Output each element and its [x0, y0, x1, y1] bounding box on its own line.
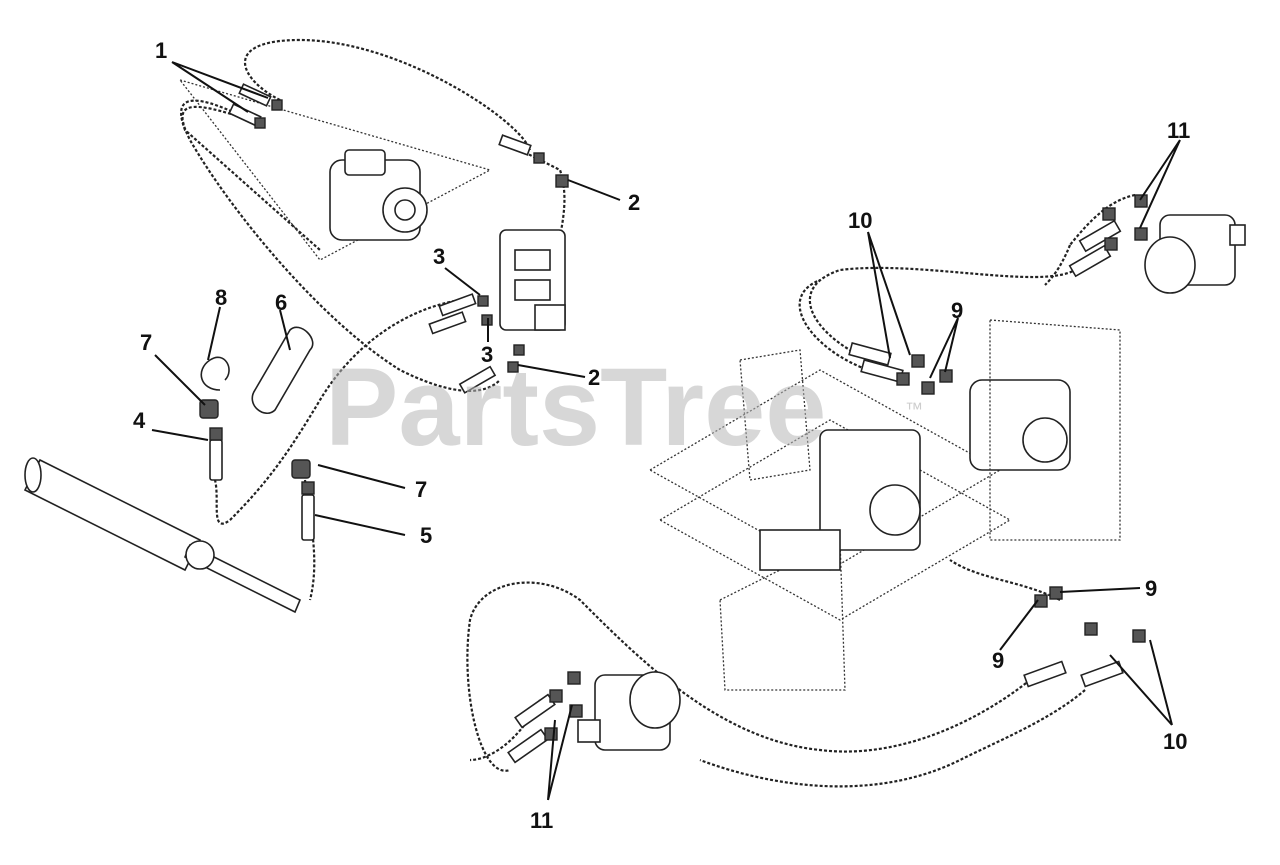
callout-6: 6: [275, 290, 287, 315]
callout-10b: 10: [1163, 729, 1187, 754]
callout-11a: 11: [1167, 118, 1190, 143]
right-wheel-motor: [1144, 214, 1246, 294]
right-hose-assembly: [466, 193, 1136, 788]
callout-10a: 10: [848, 208, 872, 233]
watermark-trademark: ™: [905, 399, 923, 419]
callout-2b: 2: [588, 365, 600, 390]
callout-3a: 3: [433, 244, 445, 269]
control-valve: [499, 229, 566, 331]
callout-11b: 11: [530, 808, 553, 833]
callout-labels: 1 2 2 3 3 4 5 6 7 7 8 9 9 9 10 10 11 11: [133, 38, 1190, 833]
callout-2a: 2: [628, 190, 640, 215]
callout-9b: 9: [1145, 576, 1157, 601]
leader-lines: [151, 61, 1181, 801]
hydraulic-cylinder: [23, 457, 302, 614]
watermark: PartsTree: [325, 346, 826, 469]
callout-7b: 7: [415, 477, 427, 502]
callout-4: 4: [133, 408, 146, 433]
callout-5: 5: [420, 523, 432, 548]
transmission-frame: [648, 319, 1121, 691]
callout-9c: 9: [992, 648, 1004, 673]
callout-7a: 7: [140, 330, 152, 355]
callout-1: 1: [155, 38, 167, 63]
left-hose-assembly: [178, 38, 566, 601]
left-pump: [329, 149, 428, 241]
callout-8: 8: [215, 285, 227, 310]
callout-9a: 9: [951, 298, 963, 323]
callout-3b: 3: [481, 342, 493, 367]
loose-parts: [199, 326, 315, 541]
left-wheel-motor: [577, 671, 681, 751]
